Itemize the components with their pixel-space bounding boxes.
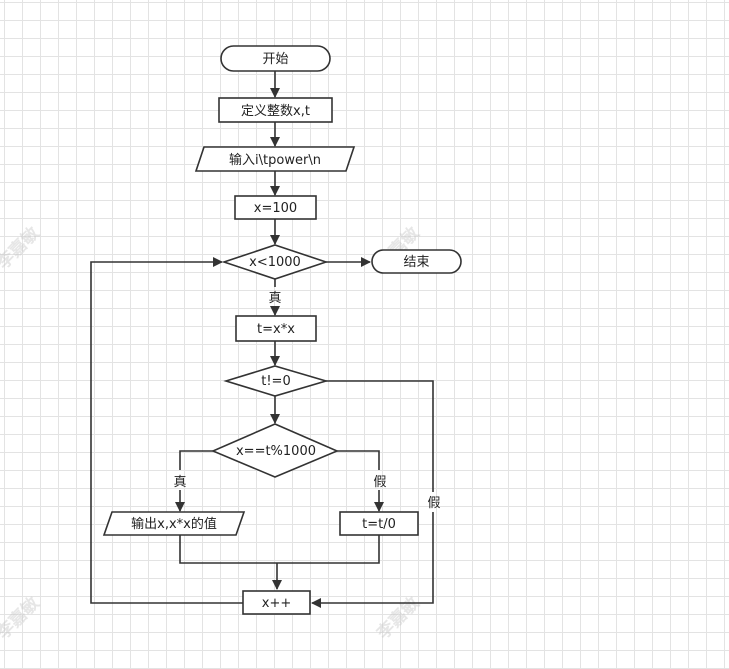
output-parallelogram-shape (102, 511, 246, 536)
node-input[interactable]: 输入i\tpower\n (194, 146, 356, 172)
loop-condition-label: x<1000 (249, 255, 301, 270)
edge-label-loop-true: 真 (268, 291, 281, 306)
edge-label-nonzero-false: 假 (427, 496, 440, 511)
watermark: 李嘉敏 (373, 593, 424, 644)
start-label: 开始 (262, 52, 288, 67)
loop-condition-diamond-shape (221, 244, 329, 280)
edge-nonzero-false-a (326, 380, 434, 492)
divide-label: t=t/0 (362, 517, 396, 532)
node-start[interactable]: 开始 (220, 45, 331, 72)
node-define[interactable]: 定义整数x,t (218, 97, 333, 123)
init-label: x=100 (254, 201, 297, 216)
divide-process-shape (339, 511, 419, 536)
node-end[interactable]: 结束 (371, 249, 462, 274)
increment-process-shape (242, 590, 311, 615)
end-terminal-shape (371, 249, 462, 274)
square-process-shape (235, 315, 317, 342)
node-output[interactable]: 输出x,x*x的值 (102, 511, 246, 536)
edge-labels: 真 真 假 假 (173, 291, 440, 511)
node-square[interactable]: t=x*x (235, 315, 317, 342)
node-init[interactable]: x=100 (234, 195, 317, 220)
check-label: x==t%1000 (236, 444, 316, 459)
node-loop-condition[interactable]: x<1000 (221, 244, 329, 280)
watermark: 李嘉敏 (0, 223, 44, 274)
increment-label: x++ (262, 596, 291, 611)
end-label: 结束 (403, 255, 429, 270)
define-label: 定义整数x,t (241, 104, 310, 119)
output-label: 输出x,x*x的值 (131, 516, 217, 532)
edge-check-false-a (337, 450, 380, 470)
start-terminal-shape (220, 45, 331, 72)
edge-loop-back (90, 257, 243, 604)
nonzero-label: t!=0 (261, 374, 290, 389)
input-parallelogram-shape (194, 146, 356, 172)
edge-label-check-false: 假 (373, 475, 386, 490)
square-label: t=x*x (257, 322, 295, 337)
node-increment[interactable]: x++ (242, 590, 311, 615)
node-divide[interactable]: t=t/0 (339, 511, 419, 536)
edge-label-check-true: 真 (173, 475, 186, 490)
nonzero-diamond-shape (223, 365, 329, 397)
init-process-shape (234, 195, 317, 220)
input-label: 输入i\tpower\n (229, 152, 321, 168)
edge-check-true-a (179, 450, 213, 470)
connectors (90, 71, 434, 608)
define-process-shape (218, 97, 333, 123)
watermark: 李嘉敏 (0, 593, 44, 644)
check-diamond-shape (210, 423, 340, 478)
node-nonzero[interactable]: t!=0 (223, 365, 329, 397)
edge-nonzero-false-b (311, 512, 434, 608)
edge-merge (179, 535, 380, 564)
watermark-group: 李嘉敏 李嘉敏 李嘉敏 李嘉敏 (0, 223, 424, 644)
node-check[interactable]: x==t%1000 (210, 423, 340, 478)
